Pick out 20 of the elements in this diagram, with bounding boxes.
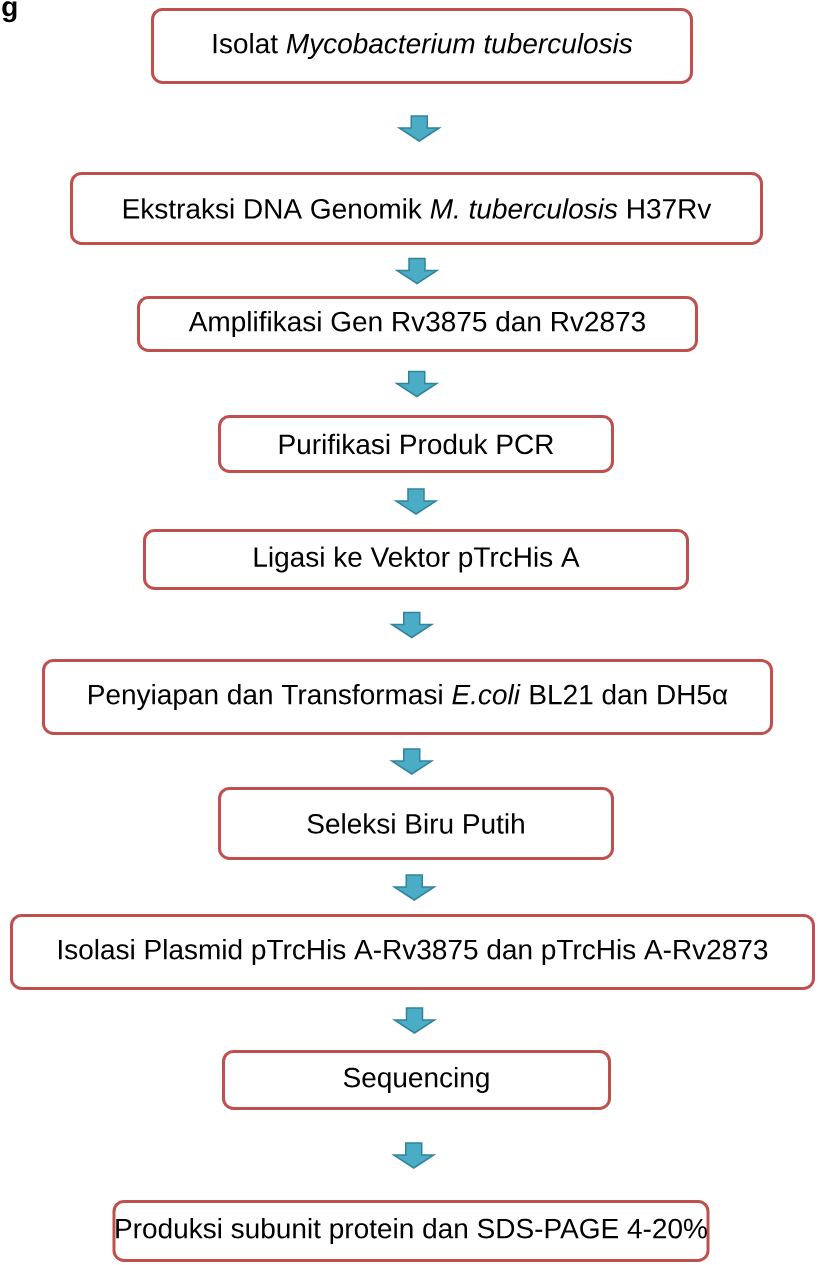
process-box: Ligasi ke Vektor pTrcHis A (143, 529, 689, 590)
process-box: Amplifikasi Gen Rv3875 dan Rv2873 (137, 296, 698, 352)
block-arrow (391, 874, 437, 901)
block-arrow (396, 115, 442, 142)
heading-fragment: g (2, 1, 17, 23)
block-arrow (389, 748, 435, 775)
process-box: Penyiapan dan Transformasi E.coli BL21 dan DH5α (42, 659, 773, 735)
process-box: Purifikasi Produk PCR (218, 415, 614, 473)
block-arrow (391, 1142, 437, 1169)
block-arrow (393, 488, 439, 515)
block-arrow (394, 370, 440, 398)
process-box: Sequencing (222, 1050, 611, 1110)
block-arrow (389, 611, 435, 639)
process-box: Isolasi Plasmid pTrcHis A-Rv3875 dan pTrcHis A-Rv2873 (10, 914, 815, 990)
process-box: Ekstraksi DNA Genomik M. tuberculosis H37Rv (70, 172, 763, 245)
process-box: Isolat Mycobacterium tuberculosis (151, 8, 693, 84)
block-arrow (391, 1007, 438, 1034)
block-arrow (394, 257, 440, 285)
process-box: Seleksi Biru Putih (218, 787, 614, 860)
process-box: Produksi subunit protein dan SDS-PAGE 4-20% (112, 1200, 710, 1262)
